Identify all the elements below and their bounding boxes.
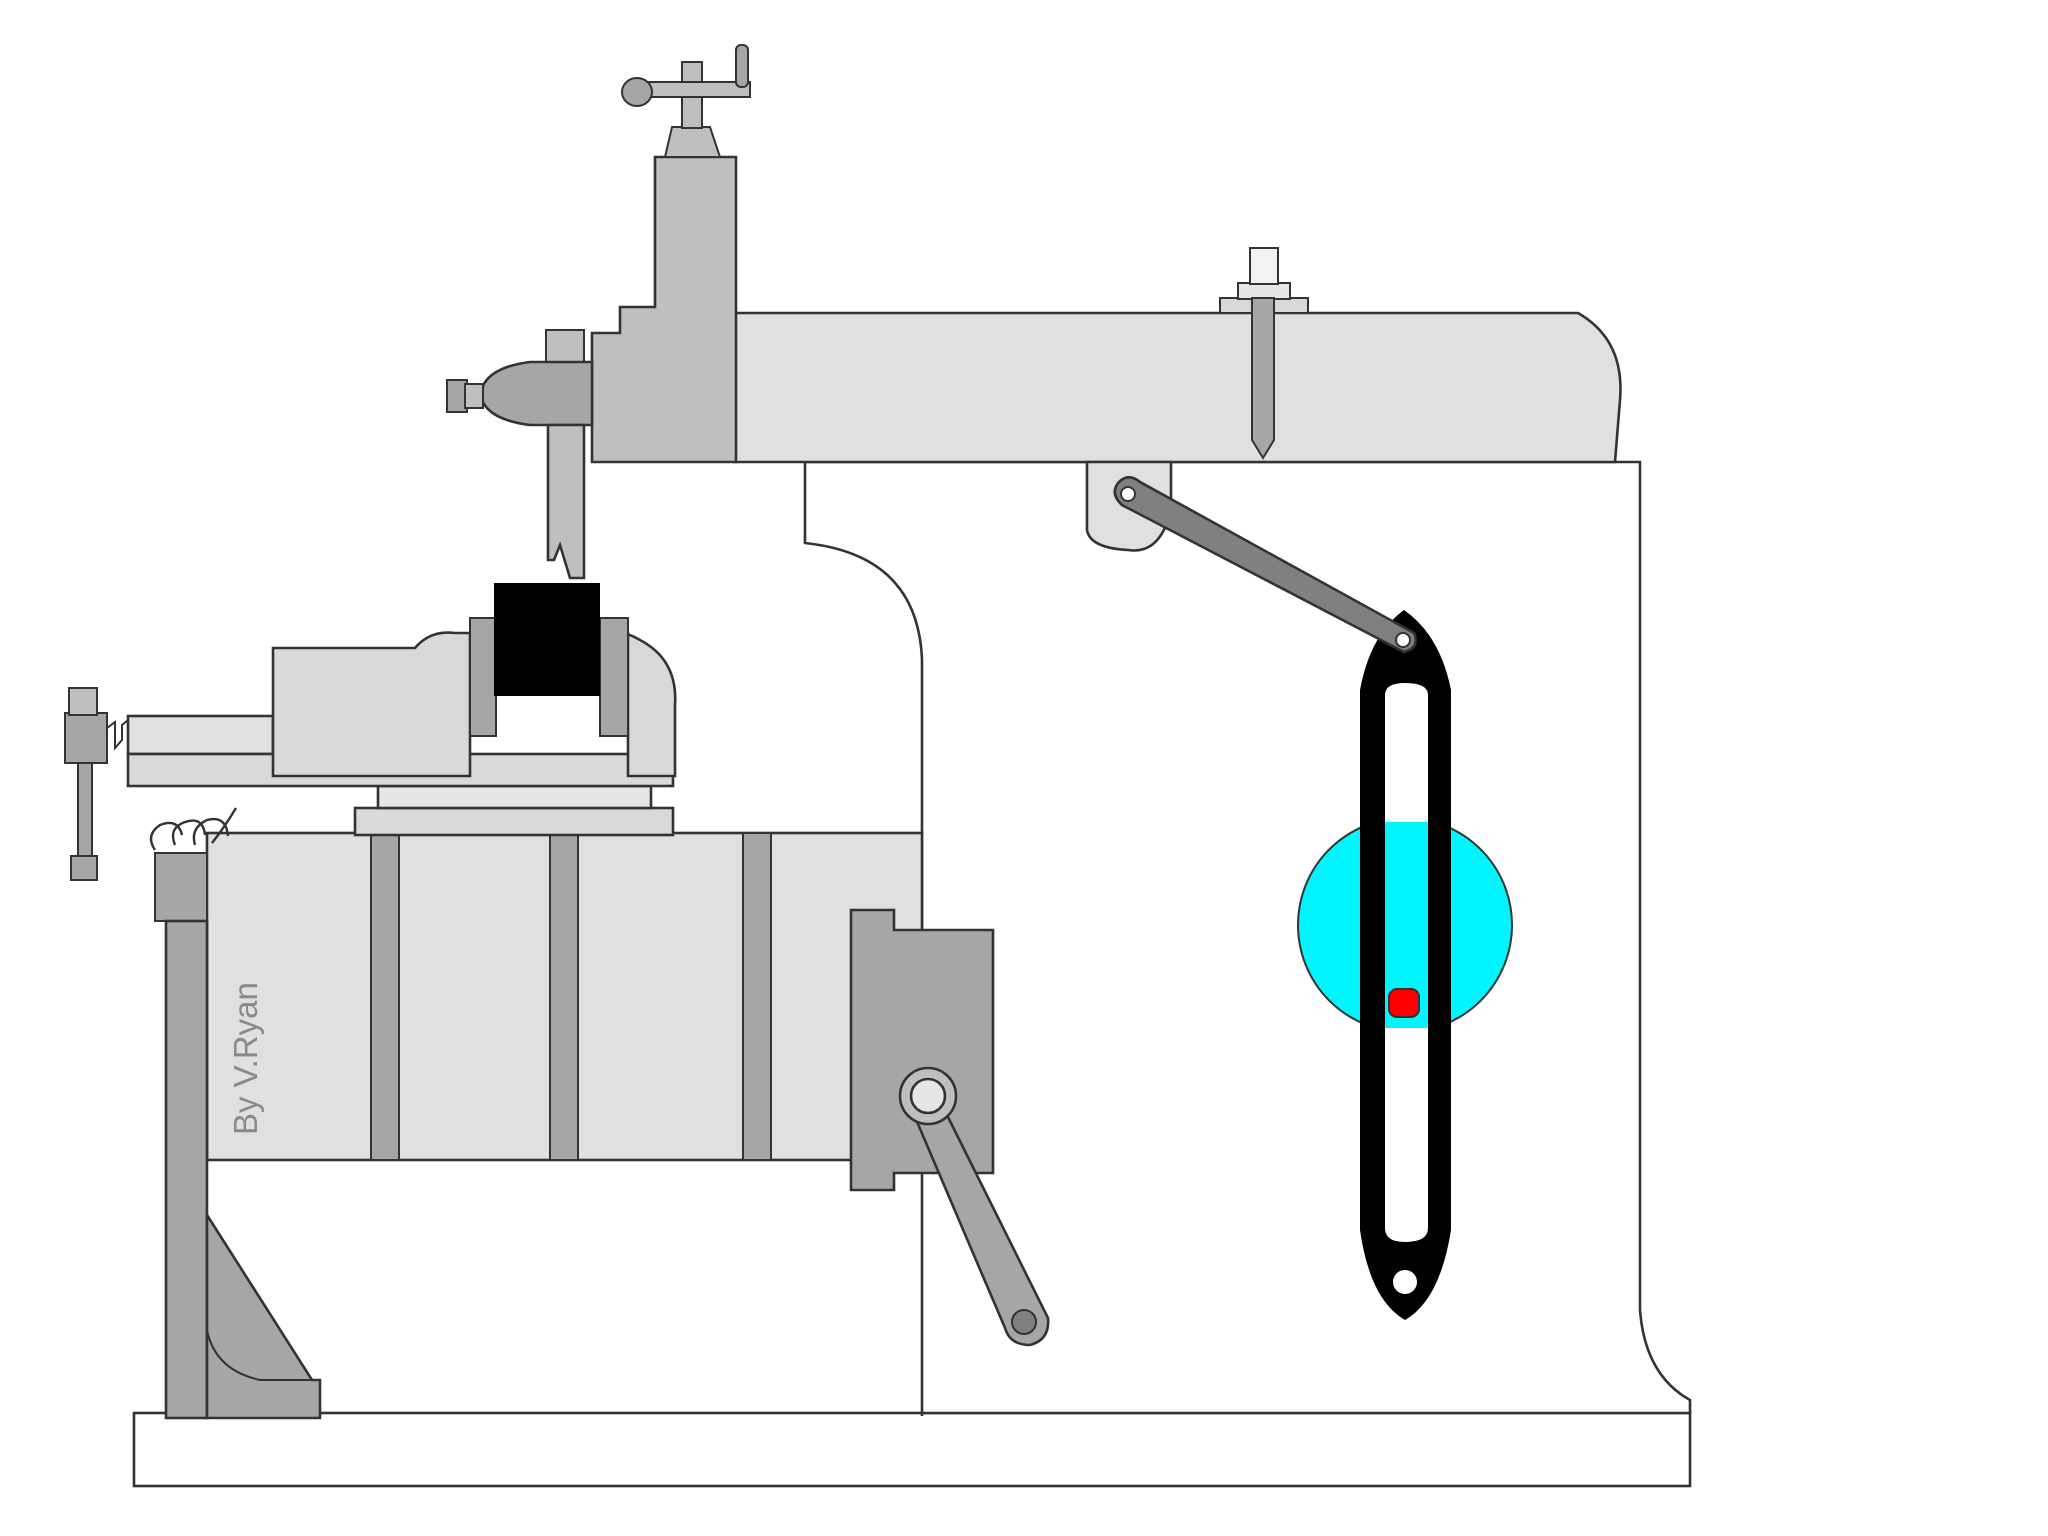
tool-clamp-bolt-head [464,383,484,409]
table-elevating-block [849,908,995,1192]
cross-feed-handle-top [68,687,98,716]
bull-gear-through-slot [1385,822,1428,1028]
vice-screw-bar [126,714,275,756]
credit-text: By V.Ryan [227,982,264,1135]
vice-fixed-jaw-body [271,631,472,778]
machine-base [132,1411,1692,1488]
table-support-gusset-inner [206,1329,312,1381]
ram-link-pin-bottom [1395,632,1411,648]
cross-feed-screw-thread [106,719,129,751]
ram-link-pin-top [1120,486,1136,502]
clapper-box [480,360,594,427]
slotted-lever-pivot-hole [1393,1270,1417,1294]
table-support-column [164,919,209,1420]
cross-feed-handle-stem [77,761,93,863]
crank-handle-hub-hole [909,1077,947,1115]
ram-link [1113,475,1417,654]
swarf [149,807,238,851]
crank-pin [1388,988,1420,1018]
tool-head-slide [590,155,738,464]
vertical-feed-handle-knob [621,77,653,107]
vice-jaw-plate-left [469,617,497,737]
cross-feed-handle-collar [64,712,108,764]
table-support-gusset [205,1210,322,1420]
table-rib-1 [370,832,400,1161]
crank-handle-arm [910,1103,1050,1347]
crank-handle-grip [1011,1309,1037,1335]
ram [733,311,1622,464]
tool-head-taper [663,126,722,158]
cross-feed-handle-knob-bottom [70,855,98,881]
ram-clamp-stem [1249,247,1279,285]
vice-jaw-plate-right [599,617,629,737]
vertical-feed-handle-grip [735,44,749,88]
column-frame [803,460,1692,1415]
clapper-box-top [545,329,585,363]
table-support-left-block [154,852,208,922]
workpiece [494,583,600,696]
vice-swivel-base [376,784,653,810]
cutting-tool [546,423,586,580]
cross-slide-saddle [353,806,675,837]
ram-clamp-nut [1237,282,1291,300]
table-rib-3 [742,832,772,1161]
ram-clamp-bolt [1251,297,1275,460]
vertical-feed-handle-bar [639,81,751,98]
table-rib-2 [549,832,579,1161]
crank-handle[interactable] [898,1066,1050,1347]
